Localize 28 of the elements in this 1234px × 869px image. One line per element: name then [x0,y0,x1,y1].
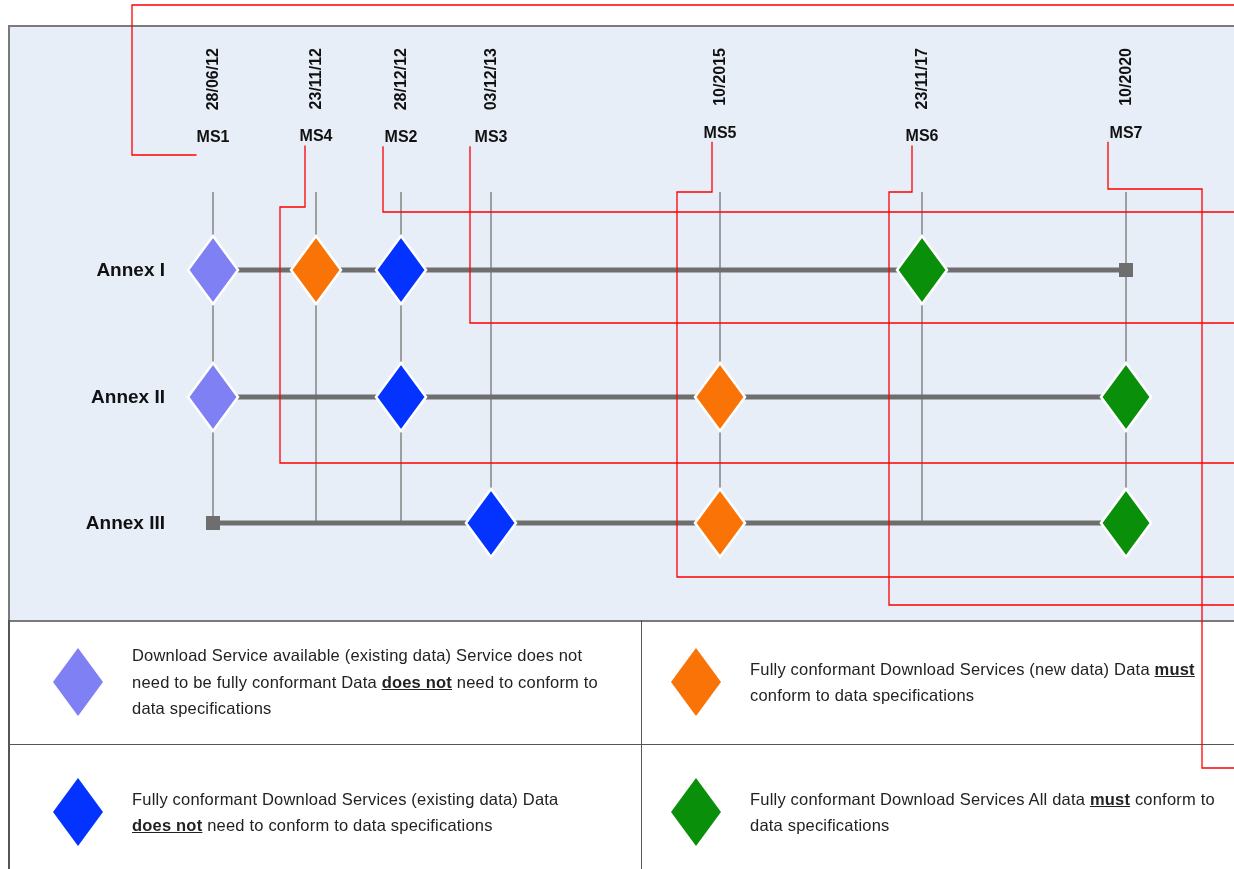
milestone-name: MS6 [905,127,939,146]
milestone-name: MS4 [299,127,333,146]
milestone-name: MS2 [384,128,418,147]
leader-line [888,144,1234,606]
date-label: 28/06/12 [204,48,222,111]
milestone-name: MS1 [196,128,230,147]
row-label: Annex I [96,259,165,281]
milestone-name: MS5 [703,123,737,142]
leader-line [676,141,1234,578]
date-label: 10/2020 [1117,48,1135,106]
date-label: 03/12/13 [482,48,500,111]
milestone-name: MS7 [1109,123,1143,142]
legend-text: Fully conformant Download Services (new data) Data must conform to data specifications [750,658,1196,706]
date-label: 23/11/12 [307,48,325,110]
leader-line [1107,141,1234,769]
leader-line [131,4,1234,156]
row-label: Annex II [91,386,165,408]
legend-text: Download Service available (existing data) Service does not need to be fully conformant Data does not need to conform to data specifications [132,645,599,720]
legend-text: Fully conformant Download Services All data must conform to data specifications [750,788,1216,836]
row-label: Annex III [85,512,165,534]
leader-line [382,145,1234,213]
legend-text: Fully conformant Download Services (existing data) Data does not need to conform to data specifications [132,788,560,836]
milestone-name: MS3 [474,128,508,147]
leader-line [279,144,1234,464]
date-label: 28/12/12 [392,48,410,111]
leader-line [469,145,1234,324]
date-label: 23/11/17 [913,48,931,110]
date-label: 10/2015 [711,48,729,106]
